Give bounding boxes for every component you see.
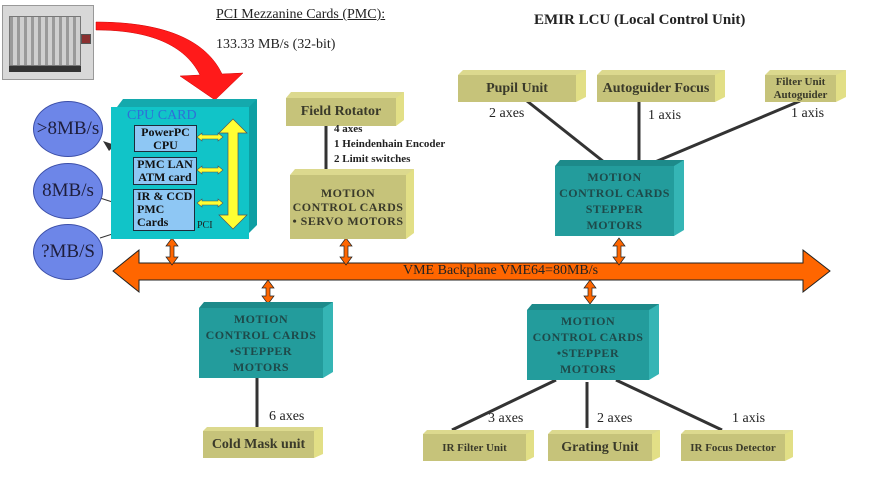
pupil-unit-axes: 2 axes bbox=[489, 106, 525, 121]
bubble-label: ?MB/S bbox=[41, 241, 95, 262]
vme-backplane-label: VME Backplane VME64=80MB/s bbox=[403, 263, 599, 278]
module-line: PowerPC bbox=[141, 125, 190, 139]
autoguider-focus-box: Autoguider Focus bbox=[597, 70, 725, 102]
bubble-label: 8MB/s bbox=[42, 180, 94, 201]
bottom-right-motion-control-box: MOTION CONTROL CARDS •STEPPER MOTORS bbox=[527, 304, 659, 380]
cold-mask-axes: 6 axes bbox=[269, 409, 305, 424]
field-rotator-label: Field Rotator bbox=[300, 104, 382, 119]
field-rotator-detail: 4 axes bbox=[334, 123, 363, 135]
module-line: PMC bbox=[137, 202, 165, 216]
filter-unit-label: Filter Unit bbox=[775, 75, 826, 88]
ir-focus-detector-label: IR Focus Detector bbox=[690, 441, 776, 454]
pci-link-arrow-2 bbox=[196, 165, 224, 175]
controller-line: STEPPER bbox=[585, 202, 644, 216]
diagram-title: EMIR LCU (Local Control Unit) bbox=[534, 12, 746, 28]
controller-line: MOTION bbox=[320, 186, 376, 200]
filter-unit-label: Autoguider bbox=[773, 88, 828, 101]
pci-link-arrow-1 bbox=[196, 132, 224, 142]
controller-line: CONTROL CARDS bbox=[292, 200, 404, 214]
controller-line: CONTROL CARDS bbox=[559, 186, 670, 200]
filter-unit-autoguider-box: Filter Unit Autoguider bbox=[765, 70, 846, 102]
bottom-left-motion-control-box: MOTION CONTROL CARDS •STEPPER MOTORS bbox=[199, 302, 333, 378]
controller-line: MOTORS bbox=[586, 218, 643, 232]
pmc-heading: PCI Mezzanine Cards (PMC): bbox=[216, 7, 386, 22]
controller-line: CONTROL CARDS bbox=[205, 328, 317, 342]
controller-line: MOTORS bbox=[232, 360, 290, 374]
controller-line: • SERVO MOTORS bbox=[292, 214, 404, 228]
pci-vertical-bus-arrow bbox=[218, 118, 248, 230]
controller-line: MOTORS bbox=[559, 362, 617, 376]
field-rotator-detail: 1 Heindenhain Encoder bbox=[334, 138, 446, 150]
pupil-unit-label: Pupil Unit bbox=[486, 80, 548, 96]
line-ir-filter bbox=[451, 378, 557, 432]
bus-connector-servo bbox=[339, 237, 353, 266]
pmc-speed: 133.33 MB/s (32-bit) bbox=[216, 37, 336, 52]
grating-unit-box: Grating Unit bbox=[548, 430, 660, 461]
controller-line: •STEPPER bbox=[229, 344, 293, 358]
grating-unit-label: Grating Unit bbox=[561, 439, 639, 455]
pci-link-arrow-3 bbox=[196, 198, 224, 208]
module-pmc-lan-atm: PMC LAN ATM card bbox=[133, 157, 197, 185]
field-rotator-detail: 2 Limit switches bbox=[334, 153, 411, 165]
cold-mask-unit-box: Cold Mask unit bbox=[203, 427, 323, 458]
bandwidth-bubble: ?MB/S bbox=[33, 224, 103, 280]
module-line: PMC LAN bbox=[137, 157, 193, 171]
pupil-unit-box: Pupil Unit bbox=[458, 70, 586, 102]
bandwidth-bubble: >8MB/s bbox=[33, 101, 103, 157]
bus-connector-top-right bbox=[612, 237, 626, 266]
arrow-bubble1-head bbox=[103, 141, 115, 151]
autoguider-focus-axes: 1 axis bbox=[648, 108, 682, 123]
controller-line: MOTION bbox=[587, 170, 642, 184]
top-right-motion-control-box: MOTION CONTROL CARDS STEPPER MOTORS bbox=[555, 160, 684, 236]
grating-axes: 2 axes bbox=[597, 411, 633, 426]
line-pupil-unit bbox=[526, 99, 605, 164]
cold-mask-label: Cold Mask unit bbox=[211, 436, 306, 452]
autoguider-focus-label: Autoguider Focus bbox=[602, 80, 710, 96]
cpu-card: CPU CARD PowerPC CPU PMC LAN ATM card IR… bbox=[111, 99, 257, 239]
controller-line: •STEPPER bbox=[556, 346, 620, 360]
bus-connector-bottom-left bbox=[261, 279, 275, 305]
bandwidth-bubble: 8MB/s bbox=[33, 163, 103, 219]
red-curved-arrow bbox=[95, 21, 244, 101]
line-ir-focus bbox=[615, 378, 723, 432]
field-rotator-box: Field Rotator bbox=[286, 92, 404, 126]
bubble-label: >8MB/s bbox=[36, 118, 100, 139]
ir-filter-unit-box: IR Filter Unit bbox=[423, 430, 534, 461]
controller-line: CONTROL CARDS bbox=[532, 330, 644, 344]
ir-filter-axes: 3 axes bbox=[488, 411, 524, 426]
ir-filter-label: IR Filter Unit bbox=[442, 441, 507, 454]
module-line: IR & CCD bbox=[137, 189, 193, 203]
ir-focus-axes: 1 axis bbox=[732, 411, 766, 426]
controller-line: MOTION bbox=[560, 314, 616, 328]
module-ir-ccd-pmc: IR & CCD PMC Cards bbox=[133, 189, 195, 231]
cpu-card-title: CPU CARD bbox=[127, 108, 197, 123]
pci-label: PCI bbox=[197, 220, 213, 231]
vme-rack-icon bbox=[2, 5, 94, 80]
bus-connector-cpu bbox=[165, 237, 179, 266]
module-line: CPU bbox=[153, 138, 178, 152]
module-powerpc-cpu: PowerPC CPU bbox=[134, 125, 197, 152]
ir-focus-detector-box: IR Focus Detector bbox=[681, 430, 793, 461]
module-line: ATM card bbox=[138, 170, 192, 184]
pci-bus-arrows bbox=[196, 118, 248, 230]
line-filter-unit-autoguider bbox=[654, 99, 801, 164]
servo-motion-control-box: MOTION CONTROL CARDS • SERVO MOTORS bbox=[290, 169, 414, 239]
filter-unit-autoguider-axes: 1 axis bbox=[791, 106, 825, 121]
module-line: Cards bbox=[137, 215, 169, 229]
controller-line: MOTION bbox=[233, 312, 289, 326]
vme-backplane-arrow bbox=[112, 248, 831, 294]
bus-connector-bottom-right bbox=[583, 279, 597, 305]
